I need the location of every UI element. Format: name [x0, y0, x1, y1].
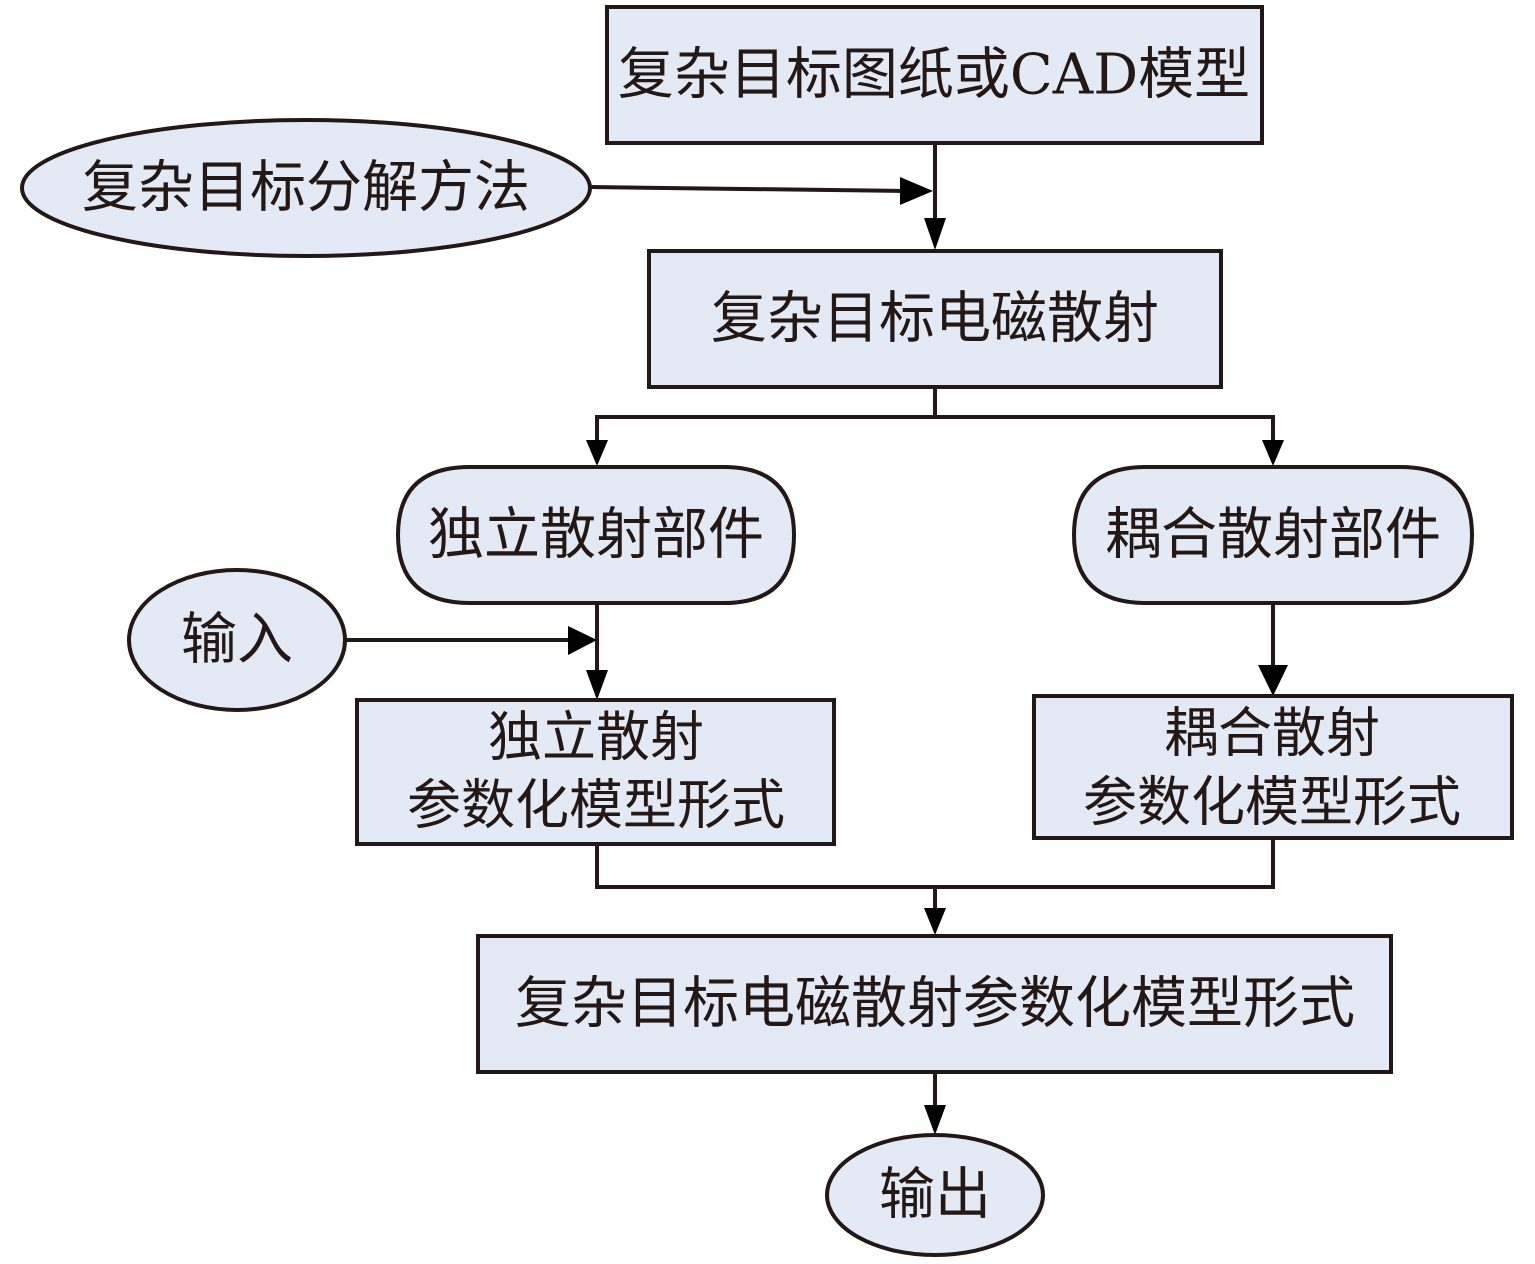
node-combined-model: 复杂目标电磁散射参数化模型形式: [476, 934, 1393, 1074]
edges: [345, 143, 1288, 1135]
node-independent-model-label-line2: 参数化模型形式: [407, 774, 785, 837]
node-scattering: 复杂目标电磁散射: [647, 249, 1223, 389]
node-coupled-parts-label: 耦合散射部件: [1105, 503, 1441, 568]
node-decomposition-label: 复杂目标分解方法: [82, 156, 530, 221]
node-independent-parts-label: 独立散射部件: [428, 503, 764, 568]
node-combined-model-label: 复杂目标电磁散射参数化模型形式: [515, 972, 1355, 1037]
node-source: 复杂目标图纸或CAD模型: [605, 5, 1264, 145]
node-coupled-model-box: [1032, 694, 1514, 840]
node-output-label: 输出: [879, 1163, 991, 1228]
arrowhead-icon: [586, 670, 608, 700]
arrowhead-icon: [568, 626, 597, 655]
node-decomposition-ellipse: [20, 118, 592, 258]
node-source-box: [605, 5, 1264, 145]
arrowhead-icon: [586, 440, 608, 466]
node-output-ellipse: [825, 1133, 1045, 1257]
arrowhead-icon: [924, 908, 946, 935]
node-input-label: 输入: [181, 608, 293, 673]
node-decomposition: 复杂目标分解方法: [20, 118, 592, 258]
edge-decomposition-to-scattering: [589, 185, 906, 193]
node-coupled-parts-stadium: [1071, 465, 1475, 605]
node-independent-model-label-line1: 独立散射: [488, 706, 704, 769]
node-output: 输出: [825, 1133, 1045, 1257]
node-independent-model-box: [355, 698, 836, 846]
arrowhead-icon: [924, 218, 946, 250]
node-source-label: 复杂目标图纸或CAD模型: [618, 43, 1250, 108]
node-input: 输入: [127, 568, 347, 712]
node-independent-parts-stadium: [395, 465, 797, 605]
node-coupled-parts: 耦合散射部件: [1071, 465, 1475, 605]
node-scattering-label: 复杂目标电磁散射: [711, 287, 1159, 352]
arrowhead-icon: [1262, 440, 1284, 466]
arrowhead-icon: [1258, 665, 1288, 696]
node-coupled-model: 耦合散射 参数化模型形式: [1032, 694, 1514, 840]
node-independent-model: 独立散射 参数化模型形式: [355, 698, 836, 846]
node-combined-model-box: [476, 934, 1393, 1074]
arrowhead-icon: [924, 1105, 946, 1135]
node-scattering-box: [647, 249, 1223, 389]
arrowhead-icon: [900, 177, 933, 205]
edge-scattering-to-independent-parts: [595, 415, 935, 445]
node-input-ellipse: [127, 568, 347, 712]
node-coupled-model-label-line1: 耦合散射: [1164, 702, 1380, 765]
edge-coupled-model-to-combined: [935, 838, 1275, 889]
edge-scattering-to-coupled-parts: [935, 415, 1275, 445]
node-coupled-model-label-line2: 参数化模型形式: [1083, 771, 1461, 834]
edge-independent-model-to-combined: [595, 844, 935, 889]
node-independent-parts: 独立散射部件: [395, 465, 797, 605]
